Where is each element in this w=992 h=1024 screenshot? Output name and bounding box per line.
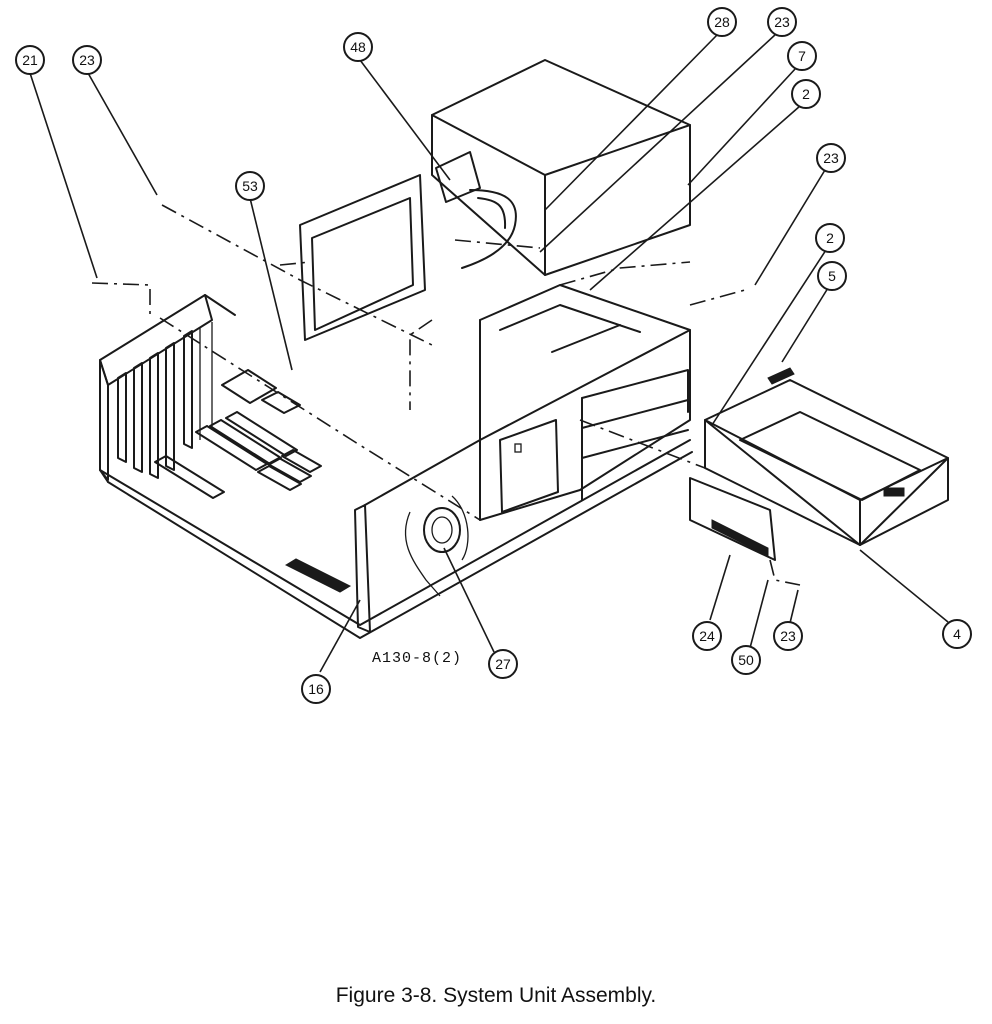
callout-4: 4 (942, 619, 972, 649)
expansion-slot-connectors (154, 369, 352, 593)
figure-caption: Figure 3-8. System Unit Assembly. (335, 984, 657, 1007)
callout-21: 21 (15, 45, 45, 75)
callout-2: 2 (791, 79, 821, 109)
drive-bays (499, 304, 689, 501)
callout-24: 24 (692, 621, 722, 651)
callout-16: 16 (301, 674, 331, 704)
callout-27: 27 (488, 649, 518, 679)
callout-label: 27 (495, 656, 511, 672)
callout-label: 2 (826, 230, 834, 246)
drawing-code-label: A130-8(2) (372, 650, 462, 667)
disk-drive (704, 367, 949, 546)
rear-slot-openings (117, 322, 213, 479)
callout-label: 28 (714, 14, 730, 30)
callout-label: 24 (699, 628, 715, 644)
callout-label: 23 (823, 150, 839, 166)
leader-lines (29, 33, 949, 673)
callout-23: 23 (773, 621, 803, 651)
callout-label: 5 (828, 268, 836, 284)
back-plate (299, 174, 426, 341)
chassis (99, 284, 693, 639)
callout-label: 21 (22, 52, 38, 68)
callout-label: 2 (802, 86, 810, 102)
callout-label: 23 (774, 14, 790, 30)
callout-label: 16 (308, 681, 324, 697)
callout-label: 48 (350, 39, 366, 55)
power-supply (431, 59, 691, 276)
callout-23: 23 (72, 45, 102, 75)
callout-53: 53 (235, 171, 265, 201)
callout-label: 23 (79, 52, 95, 68)
expansion-card (689, 477, 776, 561)
callout-48: 48 (343, 32, 373, 62)
callout-label: 50 (738, 652, 754, 668)
callout-23: 23 (816, 143, 846, 173)
callout-label: 4 (953, 626, 961, 642)
callout-label: 53 (242, 178, 258, 194)
callout-label: 7 (798, 48, 806, 64)
speaker (404, 495, 469, 597)
assembly-path-lines (91, 204, 801, 586)
label-plate (499, 419, 559, 513)
callout-50: 50 (731, 645, 761, 675)
callout-7: 7 (787, 41, 817, 71)
callout-28: 28 (707, 7, 737, 37)
callout-label: 23 (780, 628, 796, 644)
callout-2: 2 (815, 223, 845, 253)
callout-23: 23 (767, 7, 797, 37)
callout-5: 5 (817, 261, 847, 291)
